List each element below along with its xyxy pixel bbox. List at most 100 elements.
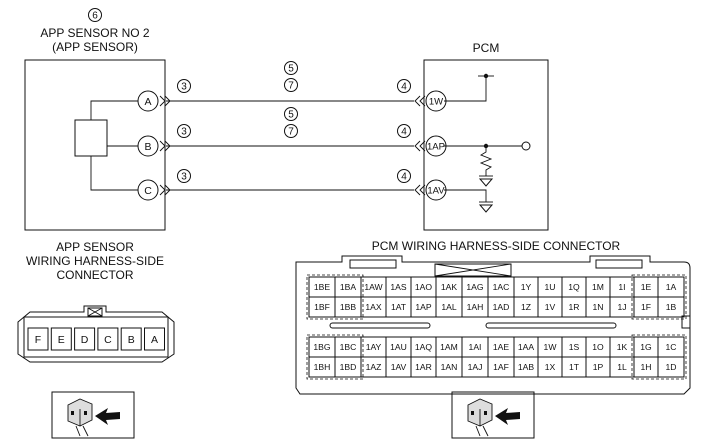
app-connector-pin-box (97, 327, 119, 351)
pcm-pin-label: 1AG (466, 282, 484, 292)
ground-symbol (478, 204, 494, 213)
connector-chevron (414, 95, 426, 107)
app-sensor-block: 6 APP SENSOR NO 2 (APP SENSOR) A B C (24, 8, 166, 231)
view-direction-frame (51, 391, 135, 439)
wire-a-mid-tag-2: 7 (288, 81, 294, 92)
connector-chevron (159, 184, 171, 196)
pcm-pin-label: 1AY (366, 342, 382, 352)
app-sensor-title-line2: (APP SENSOR) (52, 40, 138, 54)
app-pin-a: A (144, 96, 151, 108)
pcm-pin-1ap: 1AP (427, 142, 445, 153)
pcm-pin-label: 1C (666, 342, 677, 352)
pcm-pin-label: 1U (545, 282, 556, 292)
pcm-pin-label: 1AI (469, 342, 482, 352)
pcm-pin-label: 1AX (365, 302, 382, 312)
pcm-internal-1av (444, 189, 487, 202)
pcm-pin-cell (657, 356, 685, 378)
pcm-pin-label: 1AH (467, 302, 484, 312)
pcm-pin-1w-circle (425, 90, 447, 112)
pcm-pin-label: 1AT (391, 302, 407, 312)
pcm-pin-label: 1AB (518, 362, 535, 372)
pcm-pin-label: 1I (618, 282, 625, 292)
pcm-pin-1av-circle (425, 179, 447, 201)
pcm-pin-label: 1T (569, 362, 580, 372)
pcm-pin-label: 1Z (521, 302, 531, 312)
app-connector-title-line3: CONNECTOR (56, 268, 133, 282)
pcm-pin-label: 1BH (314, 362, 331, 372)
app-connector-pin-box (74, 327, 96, 351)
pcm-pin-label: 1M (592, 282, 604, 292)
app-connector-pin: A (151, 334, 158, 346)
pcm-pin-label: 1AW (364, 282, 383, 292)
app-pin-c: C (144, 185, 152, 197)
pcm-pin-label: 1O (592, 342, 604, 352)
pcm-title: PCM (473, 41, 500, 55)
app-pin-b-circle (137, 135, 159, 157)
app-connector-pin-box (27, 327, 49, 351)
pcm-connector-latch (434, 263, 512, 277)
connector-chevron (414, 140, 426, 152)
connector-view-icon (67, 398, 120, 437)
pcm-pin-label: 1R (569, 302, 580, 312)
pcm-block: PCM 1W 1AP 1AV (423, 41, 549, 231)
connector-chevron (414, 184, 426, 196)
pcm-pin-label: 1AC (493, 282, 510, 292)
callout-circle (88, 8, 102, 22)
app-connector-pin: F (35, 334, 41, 346)
pcm-pin-label: 1D (666, 362, 677, 372)
key-slot (329, 322, 431, 329)
pcm-pin-label: 1AO (415, 282, 433, 292)
wire-b-mid-tag-1: 5 (288, 110, 294, 121)
pcm-pin-label: 1AD (493, 302, 510, 312)
pcm-pin-label: 1AM (440, 342, 458, 352)
pcm-pin-label: 1AV (391, 362, 407, 372)
app-connector-title-line2: WIRING HARNESS-SIDE (26, 254, 164, 268)
pcm-pin-label: 1BC (340, 342, 357, 352)
app-connector-pin: D (81, 334, 89, 346)
pcm-pin-label: 1S (569, 342, 580, 352)
app-connector-title-line1: APP SENSOR (56, 240, 134, 254)
pcm-pin-label: 1AQ (415, 342, 433, 352)
app-sensor-callout: 6 (92, 11, 98, 22)
wire-a-right-tag: 4 (401, 82, 407, 93)
wire-b-mid-tag-2: 7 (288, 127, 294, 138)
app-connector-pin: B (128, 334, 135, 346)
pcm-pin-label: 1Y (521, 282, 532, 292)
pin-group-outline (631, 274, 687, 320)
pcm-connector-title: PCM WIRING HARNESS-SIDE CONNECTOR (372, 239, 621, 253)
pcm-pin-label: 1AA (518, 342, 535, 352)
pcm-pin-label: 1BA (340, 282, 357, 292)
harness-wires: 3 4 5 7 3 4 5 7 3 4 (159, 61, 426, 196)
key-slot (485, 322, 617, 329)
wire-b-left-tag: 3 (181, 127, 187, 138)
pcm-connector-housing (295, 255, 691, 395)
wire-c-left-tag: 3 (181, 172, 187, 183)
pcm-pin-1av: 1AV (427, 186, 445, 197)
app-sensor-title-line1: APP SENSOR NO 2 (40, 26, 149, 40)
pcm-pin-label: 1AS (390, 282, 407, 292)
app-pin-a-circle (137, 90, 159, 112)
connector-view-icon (467, 398, 520, 437)
connector-latch (87, 307, 103, 317)
pcm-pin-label: 1P (593, 362, 604, 372)
app-connector-pin: E (58, 334, 65, 346)
pcm-pin-cell (657, 296, 685, 318)
pcm-pin-label: 1B (666, 302, 677, 312)
connector-chevron (159, 95, 171, 107)
pcm-pin-label: 1BD (340, 362, 357, 372)
pcm-pin-label: 1W (544, 342, 558, 352)
wire-a-left-tag: 3 (181, 82, 187, 93)
app-pin-c-circle (137, 179, 159, 201)
wire-b-right-tag: 4 (401, 127, 407, 138)
internal-wire-a (90, 100, 138, 120)
app-connector: APP SENSOR WIRING HARNESS-SIDE CONNECTOR… (17, 240, 175, 439)
app-pin-b: B (144, 141, 151, 153)
app-connector-pin-box (50, 327, 72, 351)
pcm-pin-label: 1AU (390, 342, 407, 352)
pcm-pin-label: 1AZ (366, 362, 382, 372)
app-connector-pin-box (144, 327, 165, 351)
pcm-pin-label: 1BF (314, 302, 330, 312)
